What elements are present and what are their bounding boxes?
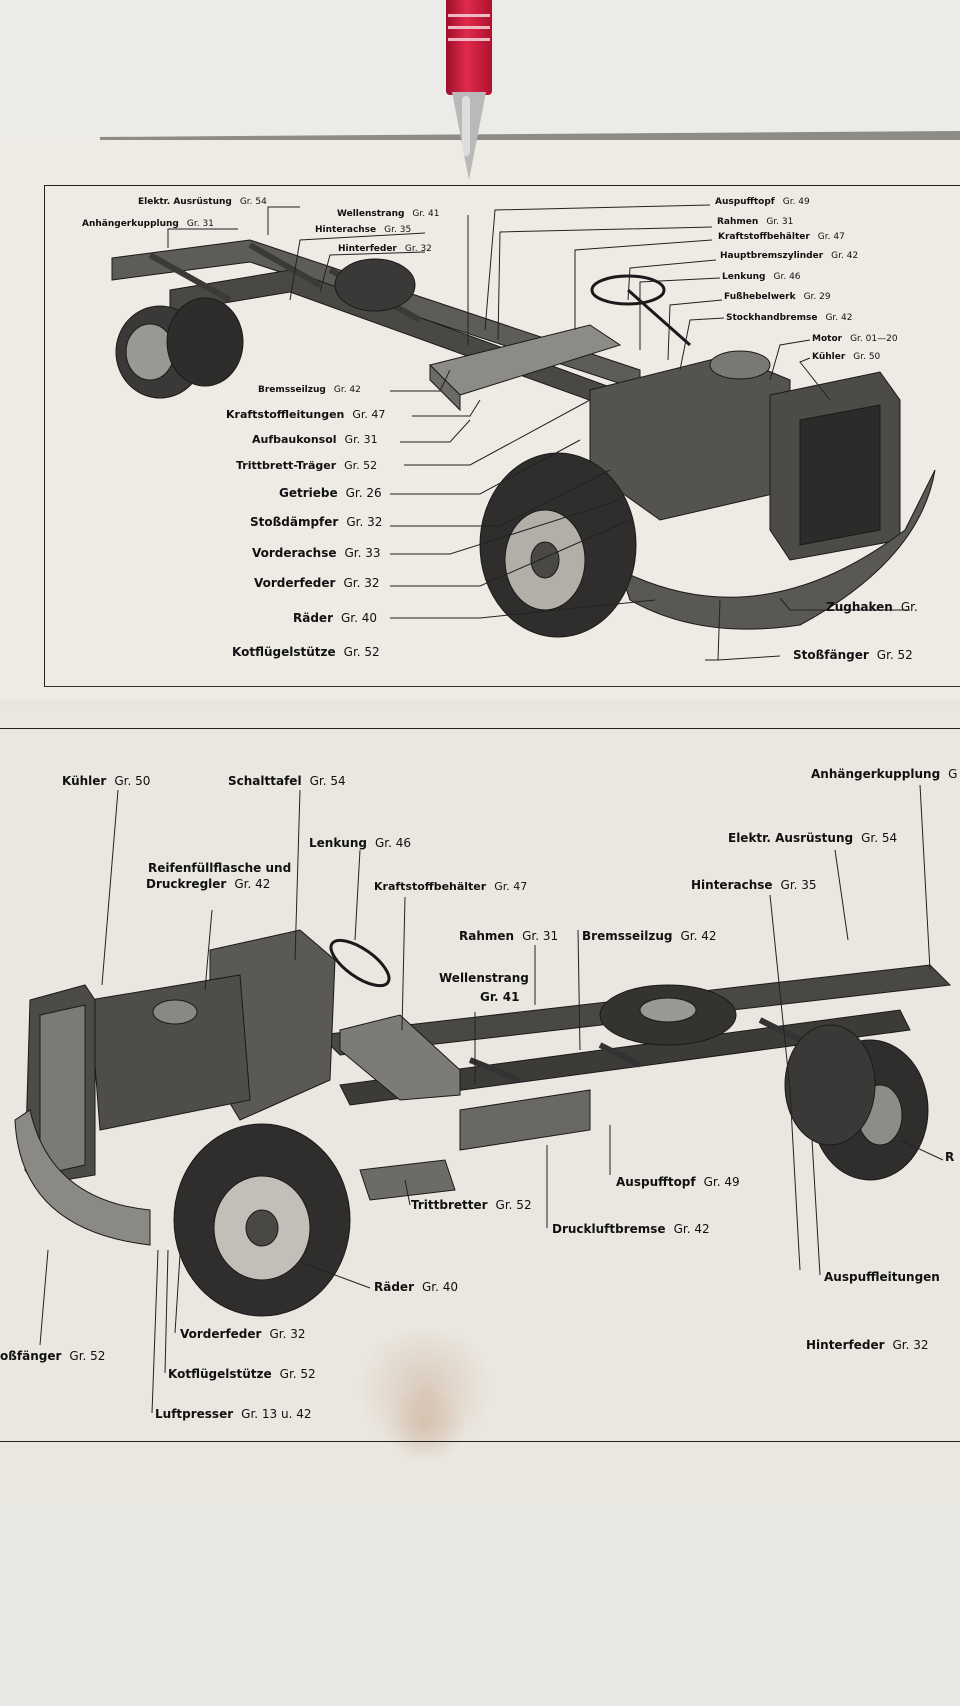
pen-ring: [448, 38, 490, 41]
label-reifenfuellflasche: Reifenfüllflasche und: [148, 861, 292, 875]
label-r-partial: R: [945, 1150, 955, 1164]
top-chassis-illustration: [111, 239, 936, 638]
paper-stain: [380, 1390, 470, 1460]
pen-tip-highlight: [462, 96, 470, 156]
label-auspuffleitungen: Auspuffleitungen: [824, 1270, 940, 1284]
desk-surface-bottom: [0, 1500, 960, 1706]
lower-diagram-frame: [0, 728, 960, 1442]
label-wellenstrang: Wellenstrang: [439, 971, 529, 985]
label-wellenstrang-gr: Gr. 41: [480, 990, 520, 1004]
paper-stain: [350, 1330, 500, 1450]
top-leader-lines: [167, 204, 910, 661]
bottom-chassis-illustration: [14, 929, 952, 1317]
pen-ring: [448, 14, 490, 17]
pen-ring: [448, 26, 490, 29]
bottom-leader-lines: [39, 784, 944, 1414]
upper-diagram-frame: [44, 185, 960, 687]
